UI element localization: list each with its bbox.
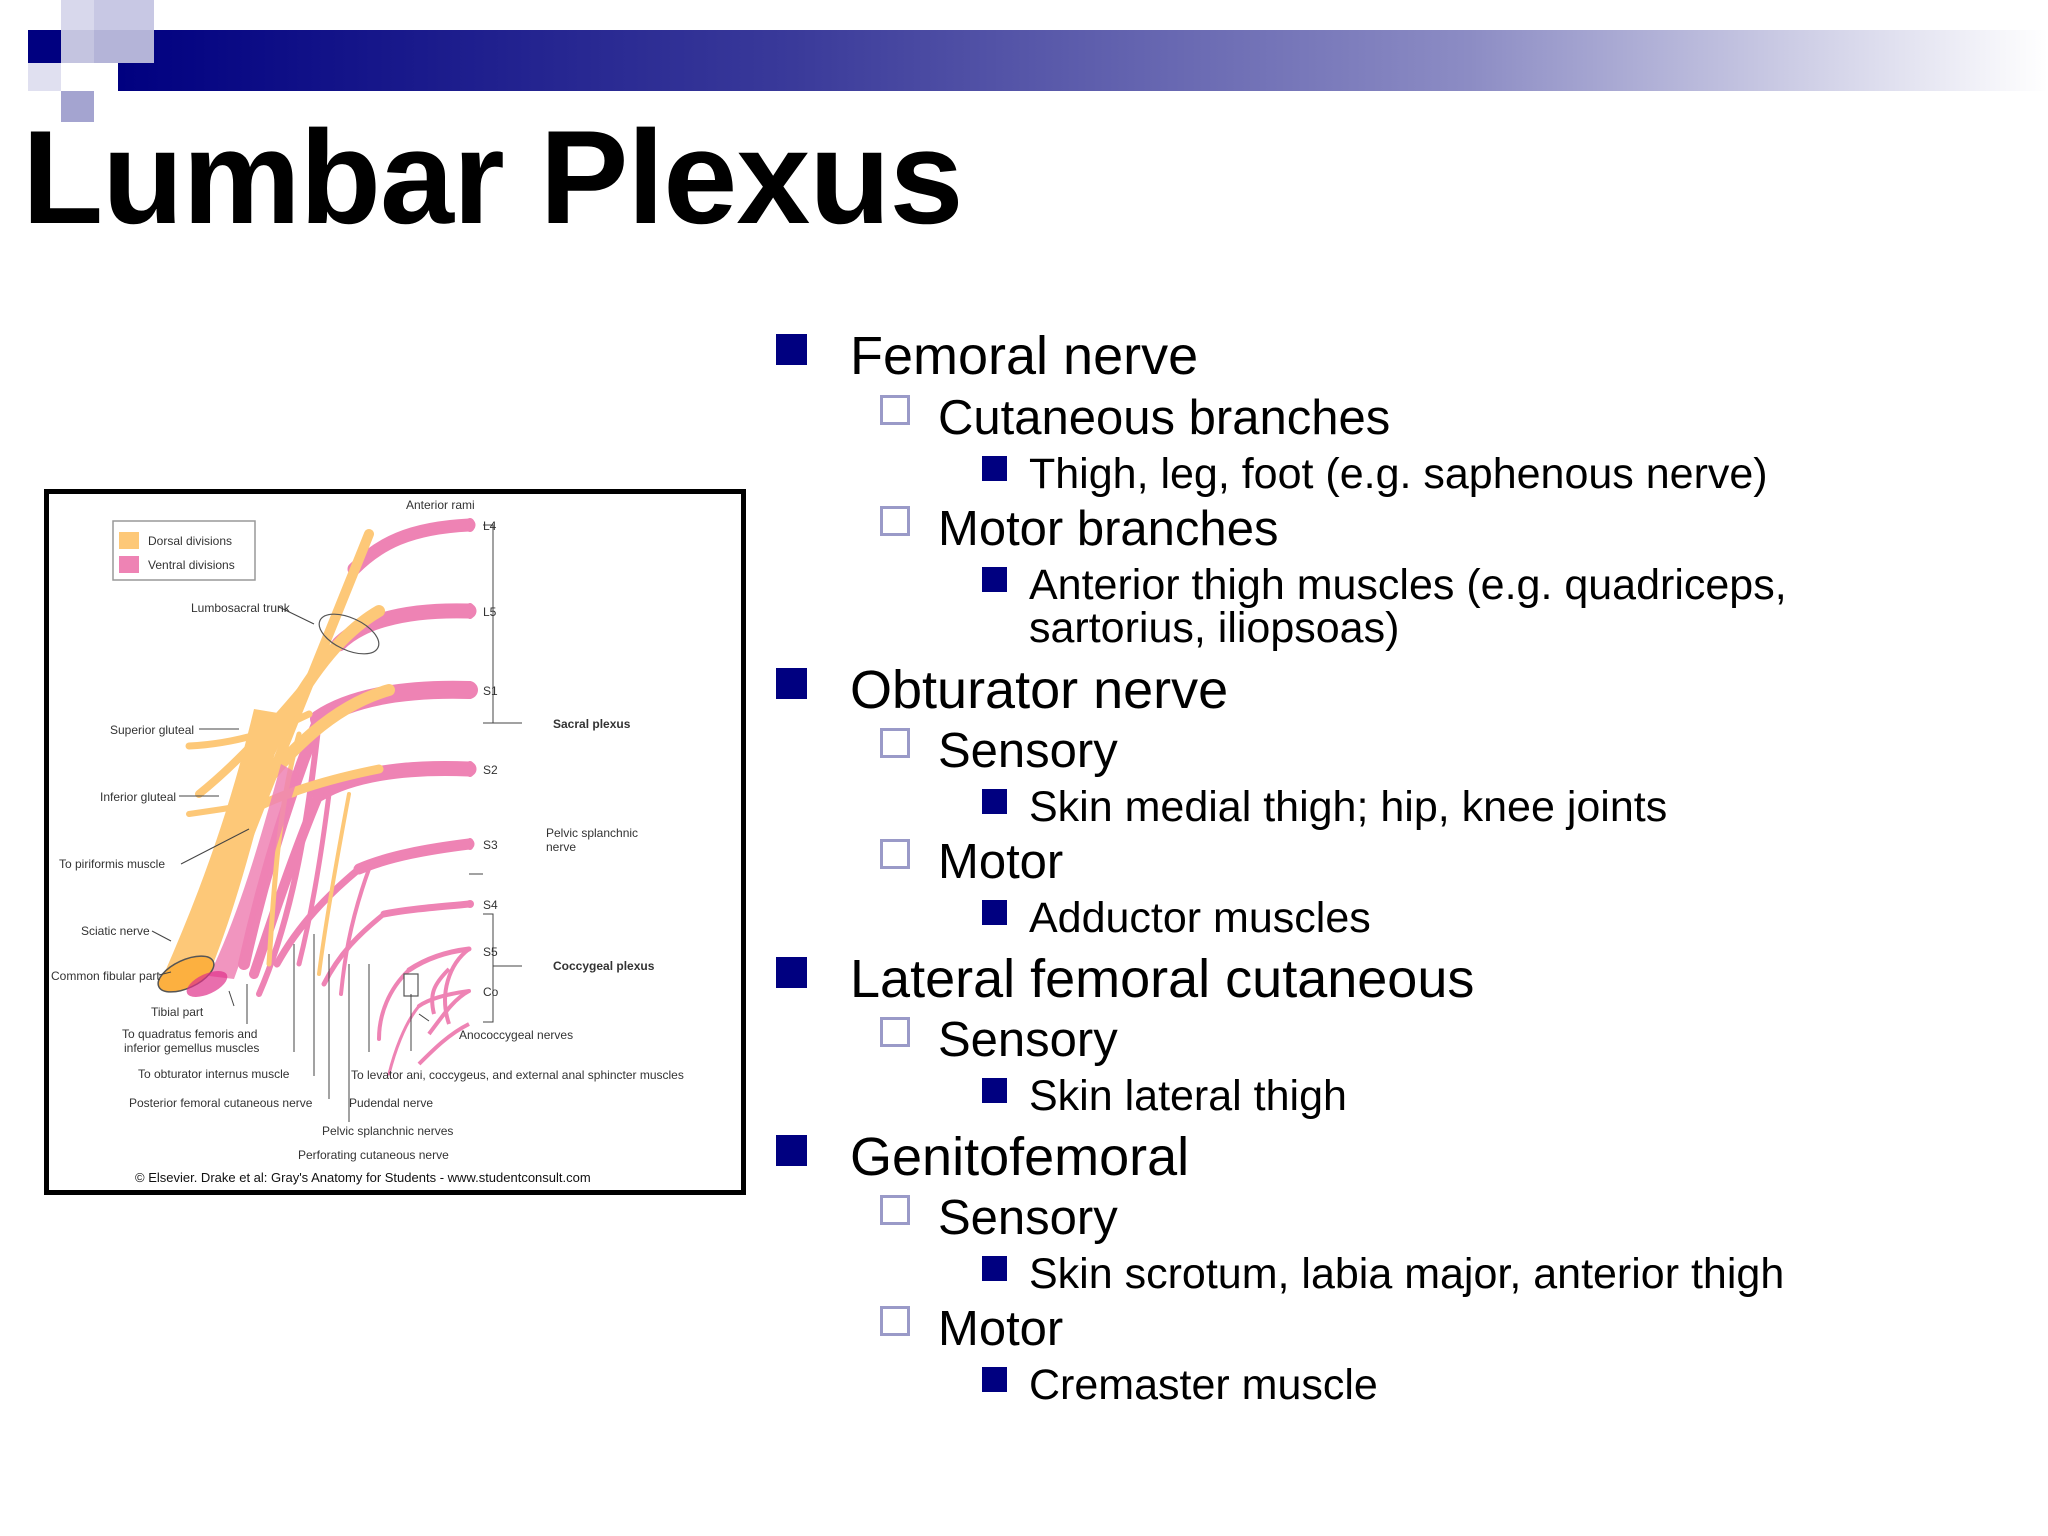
bullet-anterior-thigh-muscles-cont: sartorius, iliopsoas) (1029, 604, 1400, 652)
bullet-marker-level3 (982, 900, 1007, 925)
label-posterior-femoral: Posterior femoral cutaneous nerve (129, 1096, 313, 1110)
label-quadratus-2: inferior gemellus muscles (124, 1041, 259, 1055)
bullet-marker-level3 (982, 456, 1007, 481)
bullet-obturator-motor: Motor (938, 835, 1064, 889)
header-square-decoration (94, 30, 154, 63)
bullet-marker-level1 (776, 334, 807, 365)
label-pelvic-splanchnic-2: nerve (546, 840, 576, 854)
slide-title: Lumbar Plexus (22, 104, 963, 252)
label-s1: S1 (483, 684, 498, 698)
label-pudendal: Pudendal nerve (349, 1096, 433, 1110)
label-anococcygeal: Anococcygeal nerves (459, 1028, 573, 1042)
header-square-decoration (28, 30, 61, 63)
label-l5: L5 (483, 605, 497, 619)
bullet-genitofemoral: Genitofemoral (850, 1127, 1190, 1187)
bullet-marker-level2 (880, 1017, 910, 1047)
label-s2: S2 (483, 763, 498, 777)
bullet-skin-medial-thigh: Skin medial thigh; hip, knee joints (1029, 783, 1668, 831)
figure-copyright: © Elsevier. Drake et al: Gray's Anatomy … (135, 1170, 591, 1185)
bullet-lateral-femoral-cutaneous: Lateral femoral cutaneous (850, 949, 1475, 1009)
label-perforating-cutaneous: Perforating cutaneous nerve (298, 1148, 449, 1162)
bullet-marker-level3 (982, 1367, 1007, 1392)
plexus-figure: Dorsal divisions Ventral divisions (44, 489, 746, 1195)
label-coccygeal-plexus: Coccygeal plexus (553, 959, 655, 973)
label-l4: L4 (483, 519, 497, 533)
label-pelvic-splanchnic-1: Pelvic splanchnic (546, 826, 638, 840)
bullet-marker-level2 (880, 395, 910, 425)
label-levator-ani: To levator ani, coccygeus, and external … (351, 1068, 684, 1082)
coccygeal-box (403, 973, 419, 997)
bullet-marker-level3 (982, 1078, 1007, 1103)
label-inferior-gluteal: Inferior gluteal (100, 790, 176, 804)
bullet-marker-level1 (776, 1135, 807, 1166)
legend-ventral-label: Ventral divisions (148, 558, 235, 572)
label-s4: S4 (483, 898, 498, 912)
label-sciatic-nerve: Sciatic nerve (81, 924, 150, 938)
bullet-skin-scrotum: Skin scrotum, labia major, anterior thig… (1029, 1250, 1785, 1298)
bullet-marker-level2 (880, 1306, 910, 1336)
header-square-decoration (61, 0, 94, 30)
label-common-fibular: Common fibular part (51, 969, 160, 983)
bullet-genitofemoral-sensory: Sensory (938, 1191, 1118, 1245)
header-square-decoration (61, 30, 94, 63)
label-superior-gluteal: Superior gluteal (110, 723, 194, 737)
bullet-genitofemoral-motor: Motor (938, 1302, 1064, 1356)
coccygeal-branches (417, 947, 471, 1066)
bullet-obturator-sensory: Sensory (938, 724, 1118, 778)
bullet-marker-level2 (880, 839, 910, 869)
label-pelvic-splanchnic-nerves: Pelvic splanchnic nerves (322, 1124, 453, 1138)
label-tibial-part: Tibial part (151, 1005, 204, 1019)
lumbosacral-trunk-ring (318, 613, 380, 655)
bullet-skin-lateral-thigh: Skin lateral thigh (1029, 1072, 1347, 1120)
bullet-marker-level3 (982, 1256, 1007, 1281)
bullet-femoral-nerve: Femoral nerve (850, 326, 1199, 386)
label-s5: S5 (483, 945, 498, 959)
bullet-adductor-muscles: Adductor muscles (1029, 894, 1371, 942)
bullet-cremaster-muscle: Cremaster muscle (1029, 1361, 1378, 1409)
label-co: Co (483, 985, 499, 999)
sacral-plexus-diagram: Dorsal divisions Ventral divisions (51, 498, 684, 1185)
rami-ends (465, 518, 475, 908)
label-lumbosacral-trunk: Lumbosacral trunk (191, 601, 291, 615)
legend-dorsal-swatch (119, 532, 139, 549)
bullet-marker-level2 (880, 1195, 910, 1225)
label-quadratus-1: To quadratus femoris and (122, 1027, 257, 1041)
bullet-marker-level1 (776, 957, 807, 988)
label-obturator-internus: To obturator internus muscle (138, 1067, 290, 1081)
leader-lines (151, 524, 522, 1122)
bullet-anterior-thigh-muscles: Anterior thigh muscles (e.g. quadriceps, (1029, 561, 1787, 609)
header-gradient-bar (118, 30, 2048, 91)
header-square-decoration (28, 63, 61, 91)
sciatic-cut-end-tibial (186, 971, 228, 997)
sciatic-tibial-part (209, 764, 299, 979)
legend-ventral-swatch (119, 556, 139, 573)
bullet-marker-level3 (982, 567, 1007, 592)
bullet-lfc-sensory: Sensory (938, 1013, 1118, 1067)
bullet-cutaneous-branches: Cutaneous branches (938, 391, 1391, 445)
bullet-obturator-nerve: Obturator nerve (850, 660, 1229, 720)
bullet-thigh-leg-foot: Thigh, leg, foot (e.g. saphenous nerve) (1029, 450, 1768, 498)
legend-dorsal-label: Dorsal divisions (148, 534, 232, 548)
label-to-piriformis: To piriformis muscle (59, 857, 165, 871)
header-square-decoration (94, 0, 154, 30)
bullet-marker-level2 (880, 506, 910, 536)
label-s3: S3 (483, 838, 498, 852)
bullet-marker-level1 (776, 668, 807, 699)
bullet-marker-level3 (982, 789, 1007, 814)
bullet-motor-branches: Motor branches (938, 502, 1279, 556)
header-square-decoration (61, 91, 94, 122)
label-anterior-rami: Anterior rami (406, 498, 475, 512)
bullet-marker-level2 (880, 728, 910, 758)
label-sacral-plexus: Sacral plexus (553, 717, 631, 731)
